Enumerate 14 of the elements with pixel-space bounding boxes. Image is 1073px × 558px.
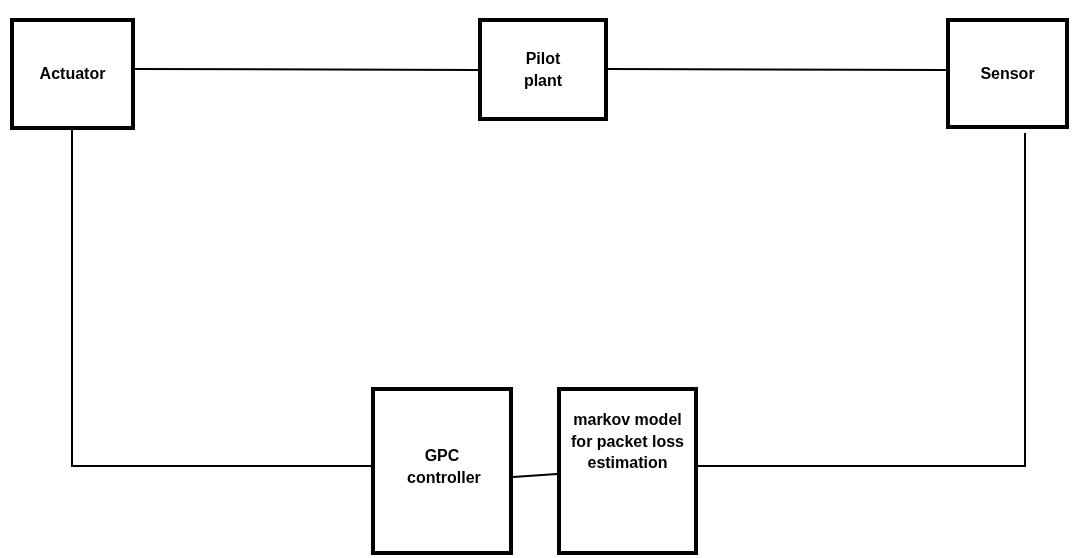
estimator-block [557, 387, 698, 555]
actuator-block [10, 18, 135, 130]
connector-line [71, 129, 372, 467]
sensor-block [946, 18, 1069, 129]
connector-line [697, 132, 1026, 467]
block-label: Sensor [980, 63, 1035, 84]
block-label: markov model for packet loss estimation [570, 410, 685, 474]
connector-line [607, 68, 947, 71]
block-label: Pilot plant [522, 48, 564, 91]
connector-line [134, 68, 479, 71]
block-label: Actuator [39, 64, 106, 85]
controller-block [371, 387, 513, 555]
connector-line [512, 473, 558, 478]
plant-block [478, 18, 608, 121]
